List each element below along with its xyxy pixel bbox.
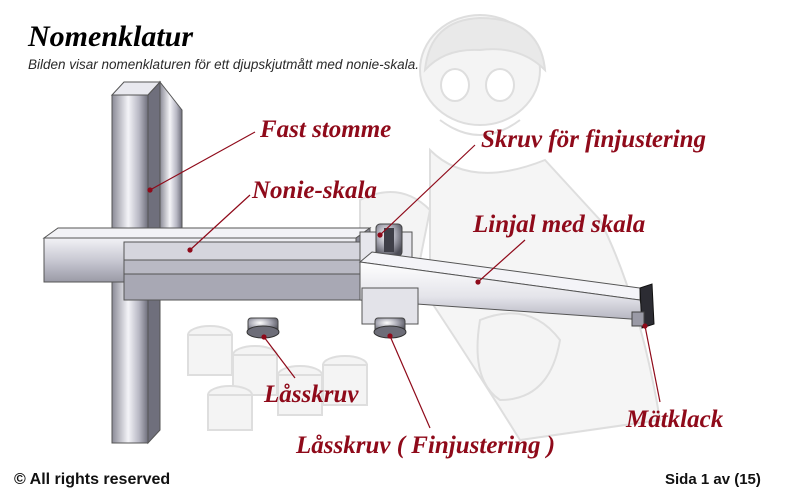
page-title: Nomenklatur — [28, 20, 194, 53]
leader-lines — [147, 131, 661, 429]
leader-matklack — [644, 325, 661, 403]
label-lasskruv: Låsskruv — [264, 381, 359, 408]
label-fast-stomme: Fast stomme — [260, 116, 392, 143]
label-nonie-skala: Nonie-skala — [252, 177, 377, 204]
leader-lasskruv-fin — [389, 335, 431, 429]
leader-fast-stomme — [149, 131, 256, 191]
leader-skruv — [379, 144, 476, 236]
vernier-scale-shape — [123, 241, 369, 301]
lock-screw-right — [373, 317, 407, 339]
lock-screw-left — [246, 317, 280, 339]
copyright-notice: © All rights reserved — [14, 471, 171, 488]
label-matklack: Mätklack — [626, 406, 724, 433]
page-subtitle: Bilden visar nomenklaturen för ett djups… — [28, 57, 419, 72]
label-skruv-finjustering: Skruv för finjustering — [481, 126, 707, 153]
label-linjal-med-skala: Linjal med skala — [473, 211, 646, 238]
label-lasskruv-finjustering: Låsskruv ( Finjustering ) — [296, 432, 556, 459]
page-indicator: Sida 1 av (15) — [665, 471, 761, 488]
leader-lasskruv — [263, 336, 296, 379]
leader-nonie-skala — [189, 194, 251, 251]
leader-linjal — [477, 239, 526, 283]
measuring-tip-shape — [631, 283, 655, 329]
